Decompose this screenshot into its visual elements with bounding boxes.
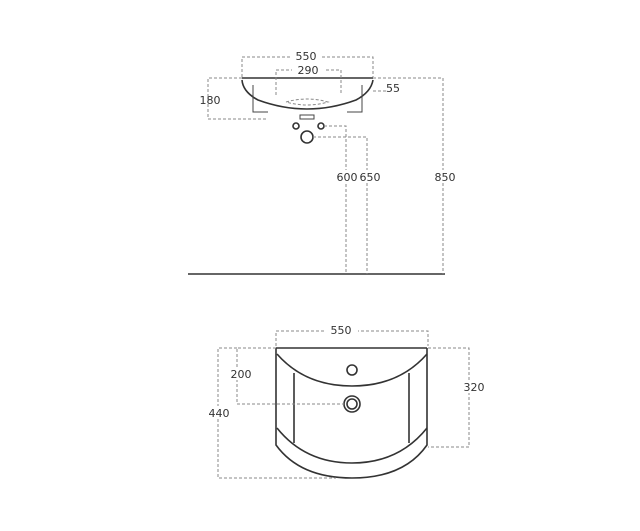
fixing-hole-left — [292, 122, 300, 130]
waste-pipe — [300, 130, 314, 144]
bowl-hidden-line — [285, 98, 330, 106]
label-290: 290 — [298, 64, 319, 77]
label-320: 320 — [464, 381, 485, 394]
dim-180 — [207, 77, 268, 120]
label-550-plan: 550 — [331, 324, 352, 337]
label-850: 850 — [435, 171, 456, 184]
basin-legs — [252, 85, 363, 113]
bowl-front-arc — [276, 427, 428, 464]
label-600: 600 — [337, 171, 358, 184]
drain-inner — [346, 398, 358, 410]
label-550-side: 550 — [296, 50, 317, 63]
dim-650 — [313, 136, 368, 274]
fixing-hole-right — [317, 122, 325, 130]
dim-440 — [217, 347, 336, 479]
tap-hole — [346, 364, 358, 376]
label-55: 55 — [386, 82, 400, 95]
dim-600 — [324, 125, 347, 274]
label-200: 200 — [231, 368, 252, 381]
side-elevation-view: 550 290 180 55 600 650 850 — [188, 50, 457, 275]
label-440: 440 — [209, 407, 230, 420]
label-180: 180 — [200, 94, 221, 107]
basin-body — [241, 79, 374, 110]
bowl-back-arc — [276, 353, 428, 387]
dim-850 — [373, 77, 444, 274]
basin-outline — [275, 348, 428, 479]
label-650: 650 — [360, 171, 381, 184]
waste-outlet — [299, 114, 315, 120]
plan-view: 550 200 440 320 — [208, 323, 487, 479]
dim-320 — [428, 347, 470, 448]
